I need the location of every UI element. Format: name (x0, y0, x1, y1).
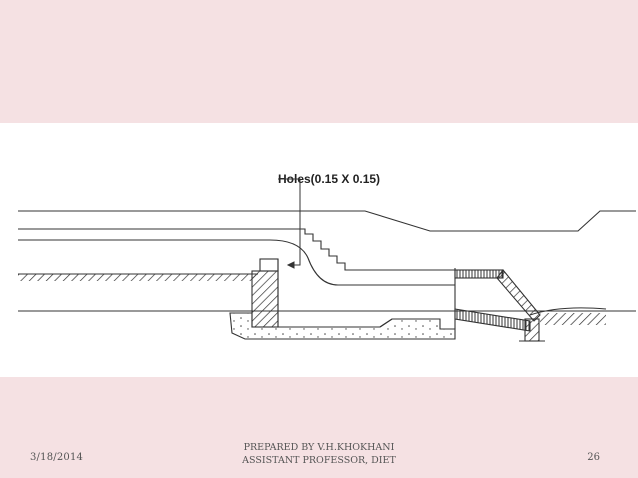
concrete-floor (229, 312, 456, 340)
ground-hatch-left (18, 274, 258, 281)
page-number: 26 (587, 452, 600, 463)
diagram-panel: Holes(0.15 X 0.15) (0, 123, 638, 377)
leader-line (278, 178, 301, 269)
upstream-profile-lines (18, 210, 636, 312)
cross-section-drawing: Holes(0.15 X 0.15) (18, 172, 636, 342)
crest-wall (251, 258, 279, 328)
designation: ASSISTANT PROFESSOR, DIET (242, 455, 396, 466)
holes-annotation: Holes(0.15 X 0.15) (278, 172, 380, 186)
ground-hatch-right (540, 313, 606, 325)
prepared-by: PREPARED BY V.H.KHOKHANI (243, 442, 395, 453)
downstream-glacis (454, 268, 545, 342)
footer-credit: PREPARED BY V.H.KHOKHANI ASSISTANT PROFE… (219, 441, 419, 467)
footer-date: 3/18/2014 (30, 452, 84, 463)
